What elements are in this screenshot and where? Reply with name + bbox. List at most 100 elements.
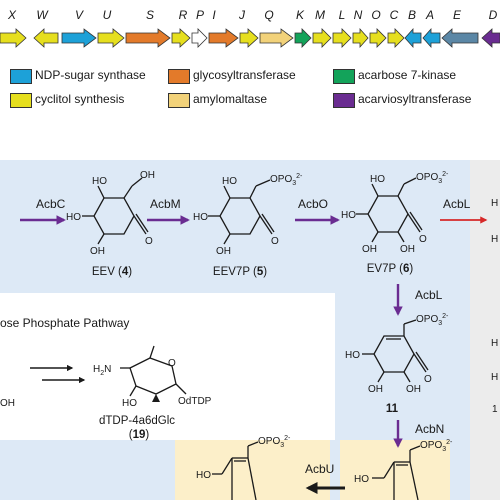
gene-arrow-m (312, 28, 332, 48)
svg-text:OPO32-: OPO32- (416, 171, 449, 185)
enzyme-label-acbc: AcbC (36, 197, 66, 211)
svg-text:O: O (271, 236, 279, 247)
svg-text:OH: OH (368, 384, 383, 395)
gene-label-a: A (425, 8, 435, 22)
gene-label-r: R (178, 8, 188, 22)
legend-label-ndp-sugar: NDP-sugar synthase (35, 68, 146, 82)
compound-label-eev: EEV (4) (91, 266, 133, 278)
legend-label-cyclitol: cyclitol synthesis (35, 92, 125, 106)
svg-text:HO: HO (122, 398, 137, 409)
svg-text:O: O (419, 234, 427, 245)
molecule-dtdp: H2N HO O OdTDP (93, 345, 212, 409)
gene-arrow-d (481, 28, 500, 48)
gene-label-j: J (239, 8, 245, 22)
molecule-eev: HO OH HO OH O (66, 170, 155, 257)
svg-text:HO: HO (196, 470, 211, 481)
gene-arrow-x (0, 28, 27, 48)
legend-swatch-acarviosyltransferase (333, 93, 355, 108)
gene-label-m: M (315, 8, 325, 22)
gene-arrow-k (294, 28, 312, 48)
svg-text:HO: HO (354, 474, 369, 485)
gene-arrow-p (191, 28, 208, 48)
gene-arrow-u (97, 28, 125, 48)
fragment-edge-h-2: H (491, 234, 498, 245)
legend-swatch-acarbose-kinase (333, 69, 355, 84)
svg-text:OPO32-: OPO32- (416, 313, 449, 327)
svg-text:HO: HO (341, 210, 356, 221)
gene-arrow-a (422, 27, 441, 49)
svg-text:OH: OH (140, 170, 155, 181)
svg-text:OH: OH (216, 246, 231, 257)
gene-label-e: E (452, 8, 462, 22)
gene-arrow-i (208, 28, 239, 48)
molecule-11: OPO32- HO OH OH O (345, 313, 449, 395)
legend-swatch-glycosyltransferase (168, 69, 190, 84)
legend-label-glycosyltransferase: glycosyltransferase (193, 68, 296, 82)
svg-text:O: O (424, 374, 432, 385)
svg-text:O: O (145, 236, 153, 247)
white-panel (0, 293, 335, 440)
compound-label-dtdp: dTDP-4a6dGlc (98, 415, 176, 427)
gene-arrow-n (352, 27, 369, 49)
svg-text:O: O (168, 358, 176, 369)
gene-label-i: I (212, 8, 216, 22)
cream-panel-right (340, 440, 450, 500)
gene-arrow-s (125, 28, 171, 48)
fragment-oh-left: OH (0, 398, 15, 409)
fragment-edge-h-3: H (491, 338, 498, 349)
gene-arrow-j (239, 28, 259, 48)
fragment-edge-h-1: H (491, 198, 498, 209)
legend-swatch-cyclitol (10, 93, 32, 108)
gene-label-v: V (74, 8, 84, 22)
cream-panel (175, 440, 330, 500)
molecule-ev7p: HO OPO32- HO OH OH O (341, 171, 449, 255)
enzyme-label-acbl-down: AcbL (415, 288, 443, 302)
gene-arrow-q (259, 28, 294, 48)
svg-text:OPO32-: OPO32- (270, 173, 303, 187)
svg-text:HO: HO (92, 176, 107, 187)
gene-label-p: P (195, 8, 205, 22)
svg-text:HO: HO (222, 176, 237, 187)
gene-label-b: B (407, 8, 417, 22)
gene-label-w: W (36, 8, 48, 22)
molecule-bottom-left: OPO32- HO (196, 435, 291, 500)
gene-cluster: X W V U S R P I J Q K M L N O C B A E D (0, 0, 500, 60)
enzyme-label-acbl-top: AcbL (443, 197, 471, 211)
enzyme-label-acbu: AcbU (305, 462, 335, 476)
svg-text:OPO32-: OPO32- (420, 439, 453, 453)
svg-text:OPO32-: OPO32- (258, 435, 291, 449)
legend-label-acarviosyltransferase: acarviosyltransferase (358, 92, 472, 106)
enzyme-label-acbm: AcbM (150, 197, 181, 211)
legend-label-amylomaltase: amylomaltase (193, 92, 268, 106)
gene-arrow-v (61, 28, 97, 48)
svg-text:HO: HO (370, 174, 385, 185)
svg-text:OH: OH (406, 384, 421, 395)
gene-arrow-o (369, 28, 387, 48)
gene-arrows (0, 27, 500, 49)
svg-text:OdTDP: OdTDP (178, 396, 212, 407)
gene-label-u: U (102, 8, 112, 22)
gene-label-l: L (338, 8, 346, 22)
svg-text:H2N: H2N (93, 364, 111, 377)
legend-swatch-amylomaltase (168, 93, 190, 108)
enzyme-label-acbo: AcbO (298, 197, 329, 211)
svg-text:OH: OH (90, 246, 105, 257)
gene-label-s: S (145, 8, 155, 22)
gene-label-k: K (295, 8, 305, 22)
gene-arrow-w (33, 28, 59, 48)
gene-arrow-l (332, 28, 352, 48)
svg-text:HO: HO (193, 212, 208, 223)
compound-label-ev7p: EV7P (6) (366, 263, 414, 275)
gene-label-o: O (371, 8, 381, 22)
pathway-title: ose Phosphate Pathway (0, 316, 130, 330)
gene-label-x: X (7, 8, 17, 22)
gene-arrow-b (404, 27, 422, 49)
gene-label-c: C (389, 8, 399, 22)
enzyme-label-acbn: AcbN (415, 422, 445, 436)
compound-label-11: 11 (385, 403, 399, 415)
compound-label-eev7p: EEV7P (5) (212, 266, 268, 278)
gene-label-q: Q (264, 8, 274, 22)
gene-arrow-e (441, 28, 479, 48)
legend-swatch-ndp-sugar (10, 69, 32, 84)
